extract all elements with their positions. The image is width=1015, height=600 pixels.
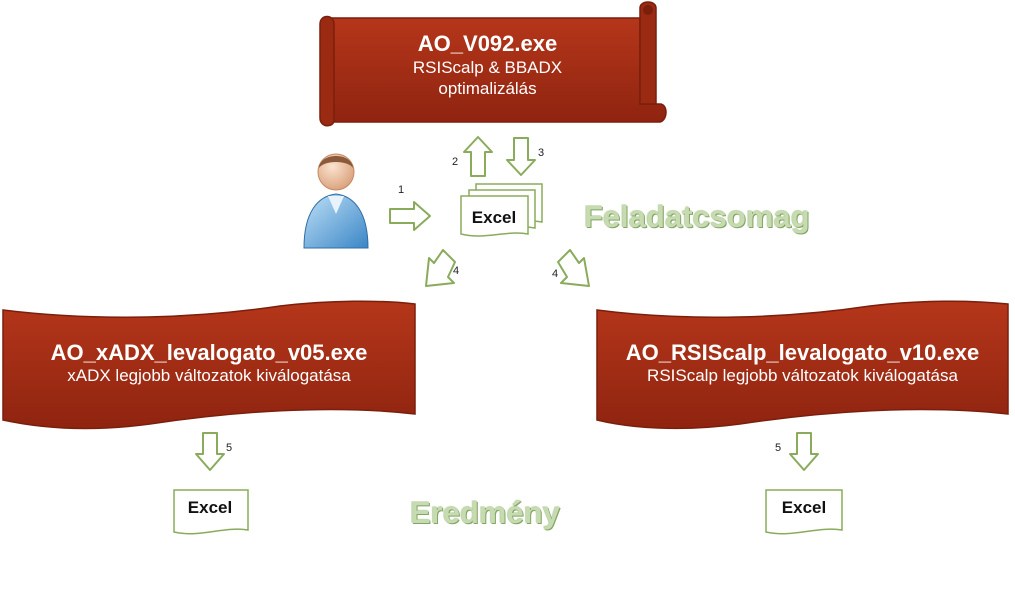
right-banner-title: AO_RSIScalp_levalogato_v10.exe — [625, 340, 980, 365]
step-number-4-right: 4 — [552, 268, 559, 280]
excel-label-right: Excel — [781, 498, 827, 517]
excel-label-left: Excel — [187, 498, 233, 517]
feladatcsomag-label: Feladatcsomag — [584, 199, 810, 234]
right-banner-shape — [596, 300, 1009, 430]
step-number-4-left: 4 — [453, 265, 460, 277]
excel-label-center: Excel — [471, 208, 517, 227]
user-icon — [303, 153, 369, 249]
top-scroll-subtitle-line2: optimalizálás — [438, 79, 537, 98]
eredmeny-label: Eredmény — [410, 495, 560, 530]
arrow-icon-step-4-left — [425, 249, 456, 287]
left-banner-title: AO_xADX_levalogato_v05.exe — [50, 340, 368, 365]
step-number-2: 2 — [452, 156, 459, 168]
top-scroll-title: AO_V092.exe — [417, 31, 558, 56]
arrow-icon-step-2 — [463, 136, 493, 177]
step-number-3: 3 — [538, 147, 545, 159]
arrow-icon-step-5-left — [195, 432, 225, 471]
arrow-icon-step-4-right — [557, 249, 590, 287]
arrow-icon-step-1 — [389, 201, 431, 231]
step-number-5-left: 5 — [226, 442, 233, 454]
right-banner-subtitle: RSIScalp legjobb változatok kiválogatása — [647, 366, 958, 385]
top-scroll-subtitle-line1: RSIScalp & BBADX — [412, 58, 563, 77]
document-icon-right — [765, 489, 843, 535]
step-number-5-right: 5 — [775, 442, 782, 454]
left-banner-shape — [2, 300, 416, 430]
document-icon-center — [460, 183, 543, 237]
step-number-1: 1 — [398, 184, 405, 196]
document-icon-left — [173, 489, 249, 535]
left-banner-subtitle: xADX legjobb változatok kiválogatása — [67, 366, 351, 385]
top-scroll-shape — [319, 1, 667, 127]
arrow-icon-step-5-right — [789, 432, 819, 471]
arrow-icon-step-3 — [506, 137, 536, 176]
